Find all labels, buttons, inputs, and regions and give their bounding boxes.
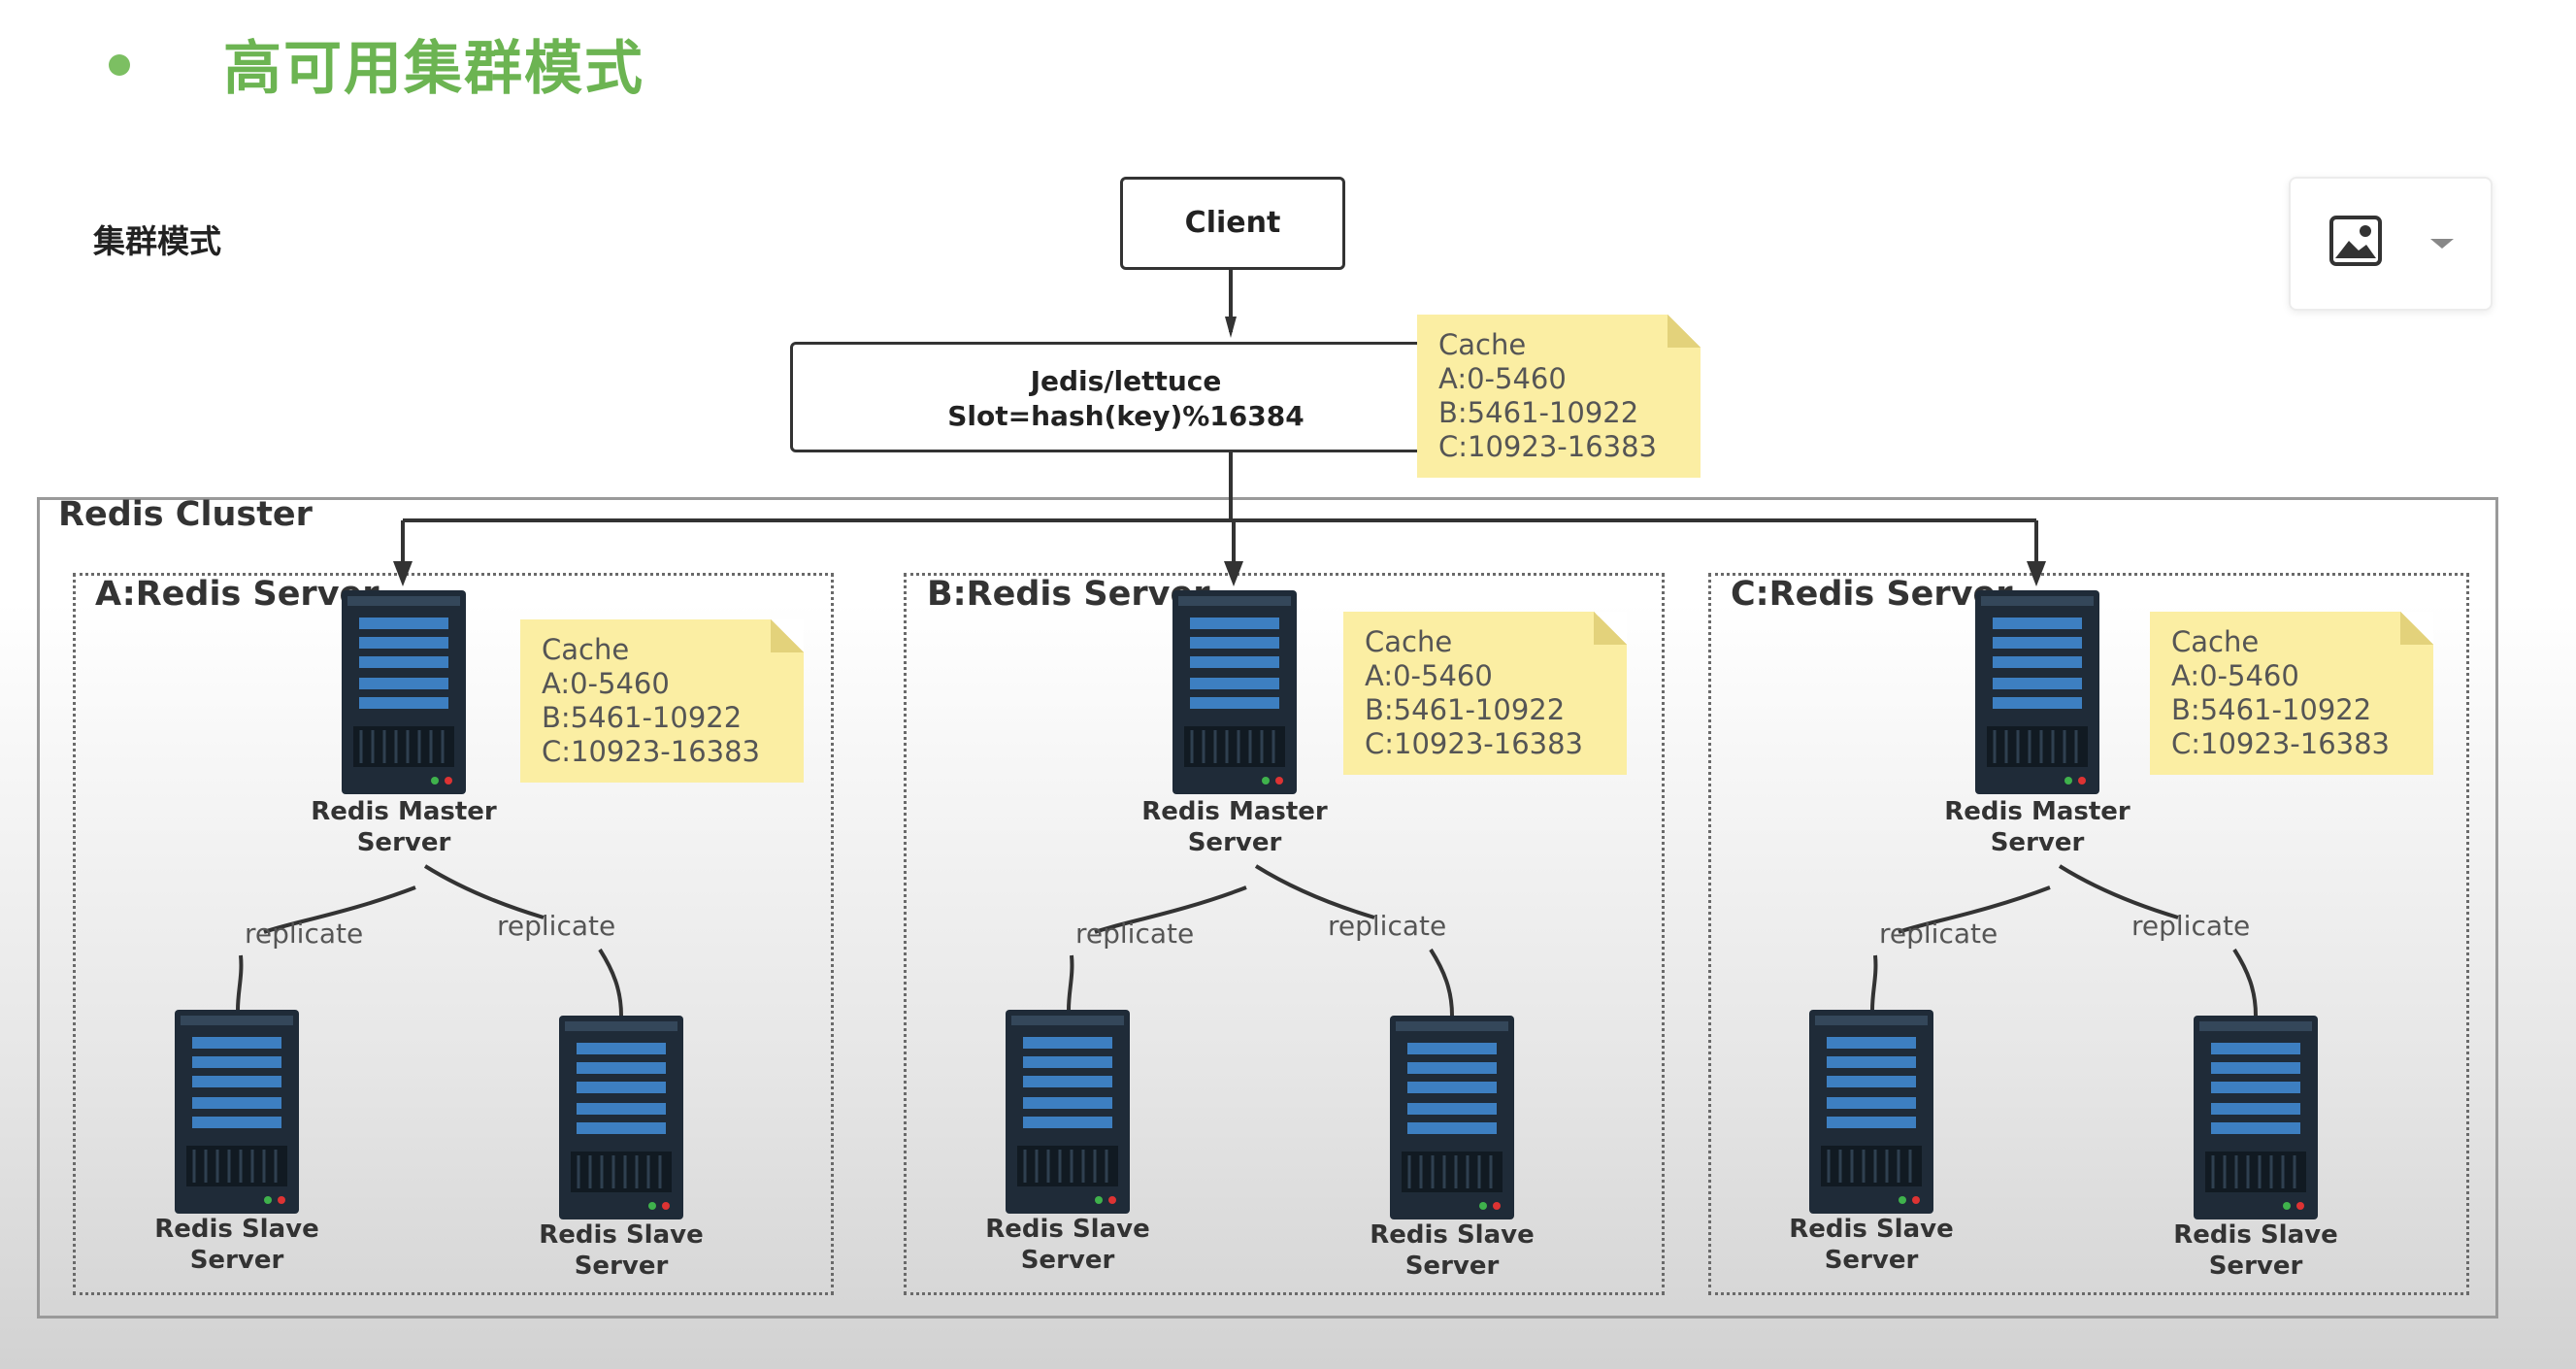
cluster-label: Redis Cluster [58,495,313,534]
replicate-label: replicate [497,910,616,942]
note-line-a: A:0-5460 [542,667,670,700]
note-line-c: C:10923-16383 [2171,727,2390,760]
replicate-label: replicate [1879,918,1998,950]
server-icon [1975,590,2099,794]
replicate-label: replicate [1328,910,1447,942]
group-c-label: C:Redis Server [1731,575,2013,614]
cache-note-top: Cache A:0-5460 B:5461-10922 C:10923-1638… [1417,315,1701,478]
page-title: 高可用集群模式 [223,35,644,103]
replicate-label: replicate [245,918,364,950]
note-line-b: B:5461-10922 [542,701,743,734]
jedis-line-1: Jedis/lettuce [1030,365,1222,397]
note-line-b: B:5461-10922 [2171,693,2372,726]
group-c-frame [1708,573,2469,1295]
server-icon [342,590,466,794]
server-icon [1172,590,1297,794]
cache-note-a: Cache A:0-5460 B:5461-10922 C:10923-1638… [520,619,804,783]
jedis-line-2: Slot=hash(key)%16384 [947,400,1305,432]
section-label: 集群模式 [93,222,221,260]
chevron-down-icon[interactable] [2430,239,2454,249]
note-line-a: A:0-5460 [1365,659,1493,692]
note-line-c: C:10923-16383 [1365,727,1583,760]
image-picker-button[interactable] [2289,177,2493,311]
server-icon [2194,1016,2318,1219]
note-line-c: C:10923-16383 [542,735,760,768]
client-node: Client [1120,177,1345,270]
title-bullet [109,54,130,76]
server-icon [175,1010,299,1214]
replicate-label: replicate [1075,918,1195,950]
server-icon [1390,1016,1514,1219]
note-title: Cache [1438,328,1527,361]
group-a-label: A:Redis Server [95,575,380,614]
image-icon [2329,216,2382,266]
note-line-c: C:10923-16383 [1438,430,1657,463]
note-line-a: A:0-5460 [1438,362,1567,395]
server-icon [1809,1010,1933,1214]
cache-note-b: Cache A:0-5460 B:5461-10922 C:10923-1638… [1343,612,1627,775]
note-title: Cache [542,633,630,666]
note-line-b: B:5461-10922 [1365,693,1566,726]
group-a-frame [73,573,834,1295]
replicate-label: replicate [2131,910,2251,942]
note-title: Cache [2171,625,2260,658]
note-line-b: B:5461-10922 [1438,396,1639,429]
note-line-a: A:0-5460 [2171,659,2299,692]
redis-cluster-frame [37,497,2498,1319]
group-b-frame [904,573,1665,1295]
cache-note-c: Cache A:0-5460 B:5461-10922 C:10923-1638… [2150,612,2433,775]
note-title: Cache [1365,625,1453,658]
server-icon [559,1016,683,1219]
jedis-node: Jedis/lettuce Slot=hash(key)%16384 [790,342,1462,452]
server-icon [1006,1010,1130,1214]
group-b-label: B:Redis Server [927,575,1210,614]
